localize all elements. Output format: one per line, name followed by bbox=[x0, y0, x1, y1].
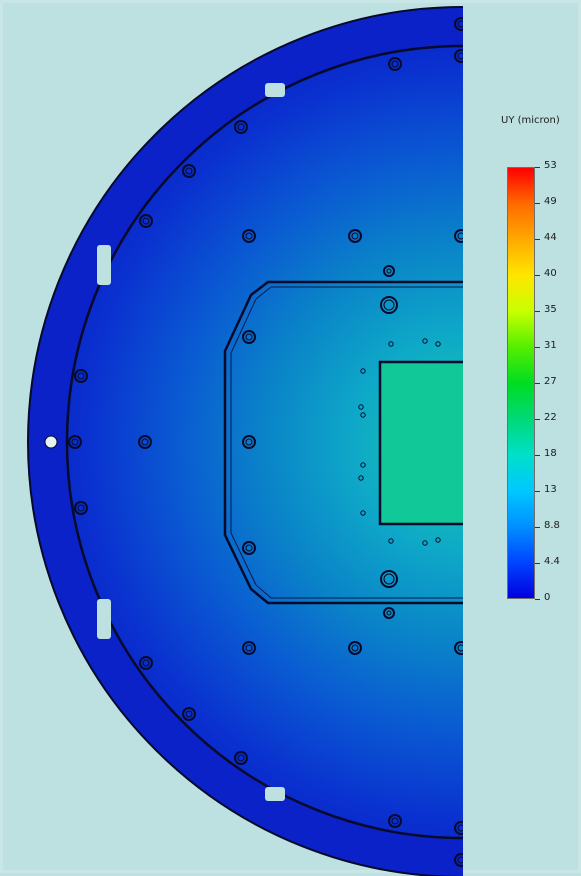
bolt-hole bbox=[383, 265, 395, 277]
bolt-hole bbox=[138, 435, 152, 449]
center-pocket-outline bbox=[223, 280, 463, 605]
bolt-hole-inner bbox=[77, 504, 85, 512]
bolt-hole bbox=[182, 164, 196, 178]
flange-notch bbox=[265, 83, 285, 97]
half-disk-model bbox=[27, 6, 463, 876]
bolt-hole-inner bbox=[245, 544, 253, 552]
bolt-hole bbox=[242, 435, 256, 449]
small-hole bbox=[358, 475, 364, 481]
bolt-hole bbox=[242, 541, 256, 555]
center-pocket-inner-outline bbox=[230, 286, 463, 599]
bolt-hole-inner bbox=[71, 438, 79, 446]
bolt-hole bbox=[454, 821, 463, 835]
bolt-hole-inner bbox=[457, 20, 463, 28]
bolt-hole-inner bbox=[383, 299, 395, 311]
bolt-hole bbox=[234, 751, 248, 765]
bolt-hole-inner bbox=[391, 60, 399, 68]
bolt-hole bbox=[74, 501, 88, 515]
bolt-hole-inner bbox=[245, 333, 253, 341]
bolt-hole bbox=[454, 49, 463, 63]
bolt-hole-inner bbox=[386, 610, 392, 616]
small-hole bbox=[360, 412, 366, 418]
bolt-hole-inner bbox=[386, 268, 392, 274]
flange-notch bbox=[265, 787, 285, 801]
small-hole bbox=[388, 538, 394, 544]
bolt-hole-inner bbox=[457, 824, 463, 832]
bolt-hole-inner bbox=[457, 856, 463, 864]
center-window bbox=[378, 360, 463, 526]
bolt-hole bbox=[242, 229, 256, 243]
bolt-hole bbox=[454, 229, 463, 243]
bolt-hole bbox=[182, 707, 196, 721]
small-hole bbox=[422, 338, 428, 344]
bolt-hole bbox=[139, 656, 153, 670]
bolt-hole bbox=[348, 641, 362, 655]
bolt-hole-inner bbox=[245, 232, 253, 240]
bolt-hole bbox=[388, 814, 402, 828]
small-hole bbox=[388, 341, 394, 347]
flange-notch bbox=[97, 245, 111, 285]
bolt-hole bbox=[242, 330, 256, 344]
bolt-hole bbox=[454, 641, 463, 655]
bolt-hole-inner bbox=[237, 123, 245, 131]
small-hole bbox=[360, 510, 366, 516]
bolt-hole bbox=[454, 853, 463, 867]
bolt-hole bbox=[74, 369, 88, 383]
bolt-hole-inner bbox=[185, 167, 193, 175]
flange-hole bbox=[44, 435, 58, 449]
bolt-hole-inner bbox=[142, 659, 150, 667]
bolt-hole-inner bbox=[351, 232, 359, 240]
bolt-holes bbox=[68, 17, 463, 867]
bolt-hole bbox=[380, 296, 398, 314]
bolt-hole-inner bbox=[457, 232, 463, 240]
bolt-hole-inner bbox=[351, 644, 359, 652]
bolt-hole bbox=[68, 435, 82, 449]
bolt-hole-inner bbox=[245, 438, 253, 446]
bolt-hole bbox=[383, 607, 395, 619]
bolt-hole bbox=[348, 229, 362, 243]
bolt-hole-inner bbox=[77, 372, 85, 380]
bolt-hole bbox=[234, 120, 248, 134]
bolt-hole-inner bbox=[245, 644, 253, 652]
deformation-contour-plot[interactable] bbox=[3, 3, 581, 876]
bolt-hole bbox=[139, 214, 153, 228]
bolt-hole bbox=[380, 570, 398, 588]
flange-notch bbox=[97, 599, 111, 639]
small-hole bbox=[435, 537, 441, 543]
small-hole bbox=[360, 462, 366, 468]
inner-plate bbox=[65, 44, 463, 840]
small-hole bbox=[435, 341, 441, 347]
bolt-hole-inner bbox=[237, 754, 245, 762]
bolt-hole bbox=[388, 57, 402, 71]
bolt-hole-inner bbox=[141, 438, 149, 446]
small-hole bbox=[360, 368, 366, 374]
small-hole bbox=[422, 540, 428, 546]
bolt-hole-inner bbox=[185, 710, 193, 718]
bolt-hole-inner bbox=[391, 817, 399, 825]
bolt-hole-inner bbox=[383, 573, 395, 585]
bolt-hole bbox=[454, 17, 463, 31]
bolt-hole-inner bbox=[457, 644, 463, 652]
bolt-hole bbox=[242, 641, 256, 655]
bolt-hole-inner bbox=[142, 217, 150, 225]
small-hole bbox=[358, 404, 364, 410]
bolt-hole-inner bbox=[457, 52, 463, 60]
